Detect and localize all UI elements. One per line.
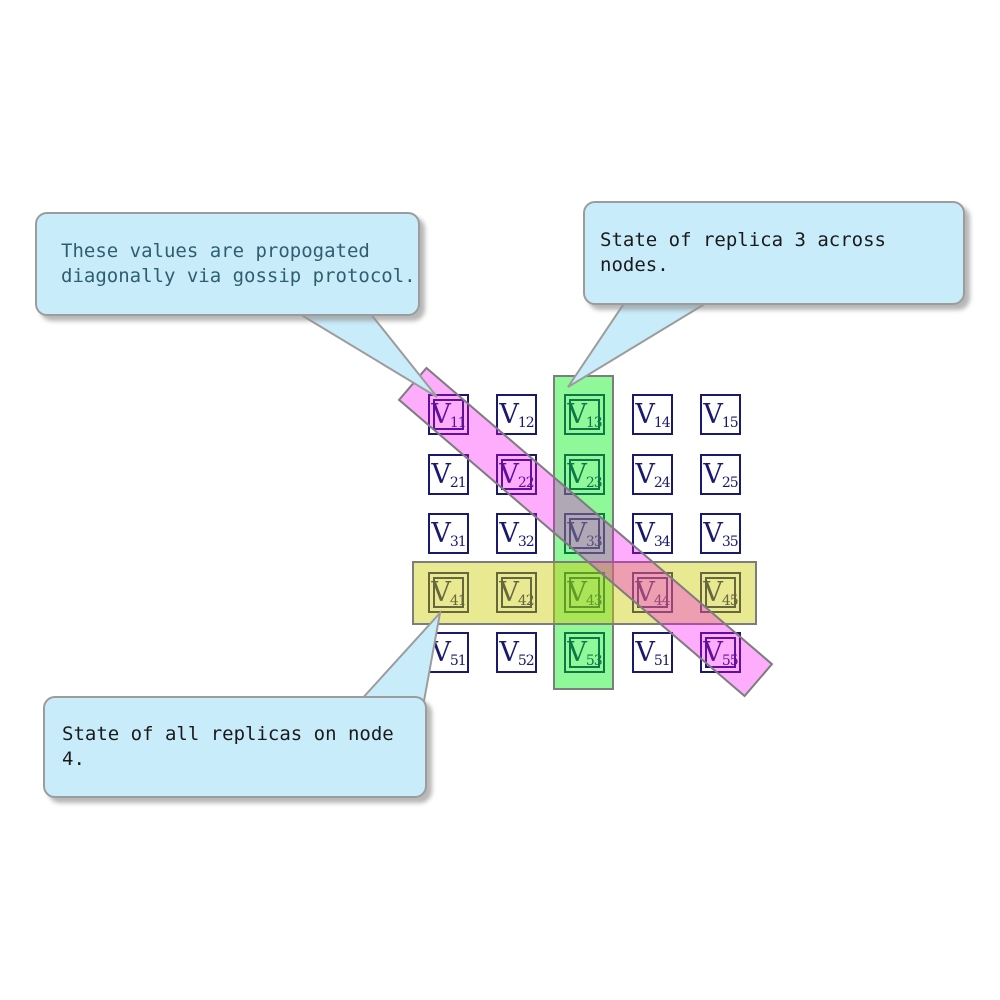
cell-symbol: V (635, 577, 655, 608)
yellow-row-highlight (412, 561, 757, 625)
callout-pointer-replica3 (567, 301, 712, 388)
cell-subscript: 11 (449, 414, 467, 431)
cell-subscript: 41 (449, 592, 467, 609)
cell-symbol: V (635, 399, 655, 430)
cell-symbol: V (567, 577, 587, 608)
cell-symbol: V (567, 399, 587, 430)
cell-subscript: 31 (449, 533, 467, 550)
cell-subscript: 44 (653, 592, 671, 609)
cell-symbol: V (499, 459, 519, 490)
cell-subscript: 35 (721, 533, 739, 550)
cell-symbol: V (635, 637, 655, 668)
cell-subscript: 55 (721, 652, 739, 669)
green-column-highlight (553, 375, 614, 690)
cell-symbol: V (703, 459, 723, 490)
callout-replica3-text: State of replica 3 across nodes. (600, 229, 886, 276)
cell-subscript: 51 (653, 652, 671, 669)
cell-symbol: V (567, 518, 587, 549)
cell-subscript: 45 (721, 592, 739, 609)
cell-symbol: V (431, 399, 451, 430)
cell-subscript: 43 (585, 592, 603, 609)
cell-subscript: 33 (585, 533, 603, 550)
cell-subscript: 13 (585, 414, 603, 431)
cell-symbol: V (635, 518, 655, 549)
cell-symbol: V (567, 637, 587, 668)
cell-subscript: 24 (653, 474, 671, 491)
callout-replica3: State of replica 3 across nodes. (583, 201, 965, 305)
callout-node4-text: State of all replicas on node 4. (62, 723, 394, 770)
cell-symbol: V (499, 518, 519, 549)
callout-gossip: These values are propogated diagonally v… (35, 212, 420, 316)
cell-symbol: V (431, 637, 451, 668)
cell-subscript: 51 (449, 652, 467, 669)
cell-subscript: 22 (517, 474, 535, 491)
cell-subscript: 15 (721, 414, 739, 431)
callout-pointer-gossip (294, 312, 438, 398)
cell-subscript: 52 (517, 652, 535, 669)
cell-symbol: V (703, 399, 723, 430)
cell-symbol: V (499, 577, 519, 608)
cell-subscript: 42 (517, 592, 535, 609)
cell-symbol: V (431, 518, 451, 549)
cell-symbol: V (499, 399, 519, 430)
cell-symbol: V (431, 459, 451, 490)
cell-subscript: 12 (517, 414, 535, 431)
cell-symbol: V (703, 637, 723, 668)
cell-symbol: V (567, 459, 587, 490)
cell-subscript: 34 (653, 533, 671, 550)
callout-gossip-text: These values are propogated diagonally v… (61, 240, 416, 287)
cell-symbol: V (703, 518, 723, 549)
cell-subscript: 14 (653, 414, 671, 431)
callout-pointer-node4 (357, 609, 442, 702)
cell-symbol: V (499, 637, 519, 668)
cell-subscript: 23 (585, 474, 603, 491)
cell-symbol: V (703, 577, 723, 608)
cell-symbol: V (635, 459, 655, 490)
callout-node4: State of all replicas on node 4. (43, 696, 427, 798)
cell-symbol: V (431, 577, 451, 608)
cell-subscript: 25 (721, 474, 739, 491)
cell-subscript: 53 (585, 652, 603, 669)
cell-subscript: 32 (517, 533, 535, 550)
cell-subscript: 21 (449, 474, 467, 491)
